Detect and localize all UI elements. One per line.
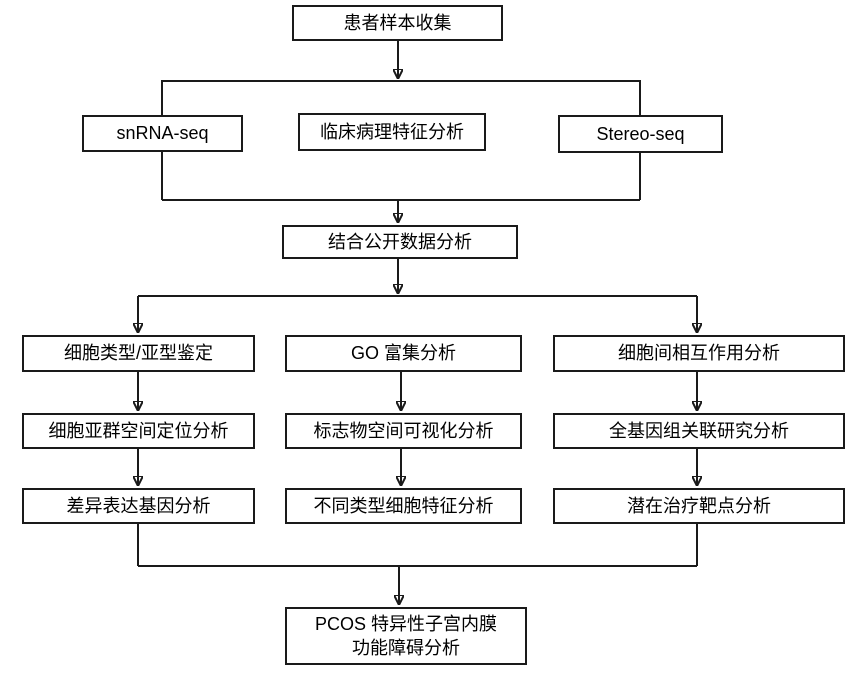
bracket-bus1	[161, 80, 641, 115]
flow-node-clinical-pathology-analysis: 临床病理特征分析	[298, 113, 486, 151]
node-label: GO 富集分析	[350, 343, 456, 364]
node-label: 细胞类型/亚型鉴定	[63, 343, 213, 364]
node-label: 患者样本收集	[343, 12, 452, 33]
node-label: PCOS 特异性子宫内膜 功能障碍分析	[315, 612, 497, 661]
flow-node-pcos-endometrial-dysfunction-analysis: PCOS 特异性子宫内膜 功能障碍分析	[285, 607, 527, 665]
flow-node-gwas-analysis: 全基因组关联研究分析	[553, 413, 845, 449]
flow-node-cell-type-subtype-identification: 细胞类型/亚型鉴定	[22, 335, 255, 372]
flow-node-differential-expression-analysis: 差异表达基因分析	[22, 488, 255, 524]
node-label: 全基因组关联研究分析	[609, 420, 789, 441]
node-label: 潜在治疗靶点分析	[627, 495, 771, 516]
flow-node-snrna-seq: snRNA-seq	[82, 115, 243, 152]
flow-node-public-data-integration: 结合公开数据分析	[282, 225, 518, 259]
node-label: 结合公开数据分析	[328, 231, 472, 252]
node-label: 不同类型细胞特征分析	[313, 495, 494, 516]
node-label: 细胞间相互作用分析	[618, 343, 780, 364]
node-label: 细胞亚群空间定位分析	[48, 420, 229, 441]
node-label-line2: 功能障碍分析	[351, 638, 460, 658]
node-label: 差异表达基因分析	[66, 495, 211, 516]
node-label: snRNA-seq	[116, 123, 209, 144]
flow-node-subpopulation-spatial-localization: 细胞亚群空间定位分析	[22, 413, 255, 449]
flow-node-cell-cell-interaction-analysis: 细胞间相互作用分析	[553, 335, 845, 372]
flow-node-go-enrichment-analysis: GO 富集分析	[285, 335, 522, 372]
node-label: 标志物空间可视化分析	[313, 420, 494, 441]
flow-node-therapeutic-target-analysis: 潜在治疗靶点分析	[553, 488, 845, 524]
node-label-line1: PCOS 特异性子宫内膜	[314, 613, 497, 634]
flow-node-marker-spatial-visualization: 标志物空间可视化分析	[285, 413, 522, 449]
flow-node-patient-sample-collection: 患者样本收集	[292, 5, 503, 41]
node-label: 临床病理特征分析	[320, 121, 464, 142]
flow-node-cell-type-feature-analysis: 不同类型细胞特征分析	[285, 488, 522, 524]
node-label: Stereo-seq	[596, 123, 685, 144]
flow-node-stereo-seq: Stereo-seq	[558, 115, 723, 153]
